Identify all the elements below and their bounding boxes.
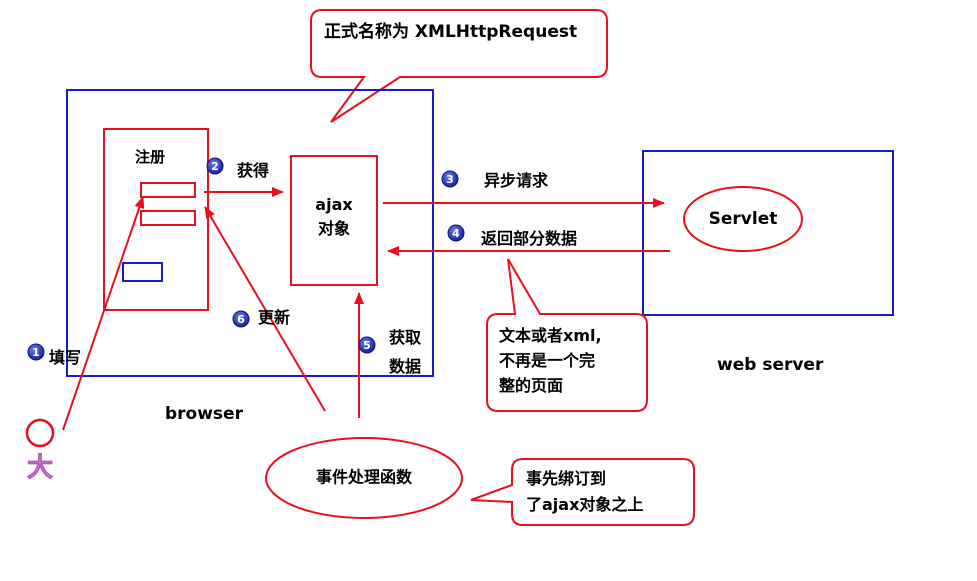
user-head bbox=[25, 418, 55, 448]
callout-data-line2: 不再是一个完 bbox=[499, 351, 595, 370]
step-2-label: 获得 bbox=[237, 161, 269, 180]
step-1-label: 填写 bbox=[49, 348, 81, 367]
step-6-label: 更新 bbox=[258, 308, 290, 327]
arrow-fill bbox=[62, 196, 145, 431]
register-label: 注册 bbox=[135, 148, 165, 166]
step-6-number: 6 bbox=[237, 313, 245, 326]
arrow-update bbox=[204, 206, 326, 412]
step-3: 3 异步请求 bbox=[441, 170, 549, 190]
callout-bind-line2: 了ajax对象之上 bbox=[526, 495, 643, 514]
callout-bound-to-ajax: 事先绑订到 了ajax对象之上 bbox=[470, 458, 695, 526]
callout-bind-line1: 事先绑订到 bbox=[526, 469, 606, 488]
step-1-badge bbox=[27, 343, 45, 361]
form-field-2 bbox=[140, 210, 196, 226]
ajax-object-box: ajax 对象 bbox=[290, 155, 378, 286]
servlet-ellipse bbox=[683, 186, 803, 252]
browser-box bbox=[66, 89, 434, 377]
user-figure: 大 bbox=[25, 418, 55, 483]
step-4-label: 返回部分数据 bbox=[481, 229, 577, 248]
step-6: 6 更新 bbox=[232, 308, 290, 328]
callout-data-line1: 文本或者xml, bbox=[499, 326, 602, 345]
step-4: 4 返回部分数据 bbox=[447, 224, 577, 248]
step-2: 2 获得 bbox=[206, 157, 269, 180]
step-2-badge bbox=[206, 157, 224, 175]
step-3-badge bbox=[441, 170, 459, 188]
callout-partial-data: 文本或者xml, 不再是一个完 整的页面 bbox=[486, 258, 648, 412]
event-handler-label: 事件处理函数 bbox=[316, 468, 413, 487]
callout-xmlhttprequest-text: 正式名称为 XMLHttpRequest bbox=[324, 21, 577, 42]
webserver-label: web server bbox=[717, 355, 824, 375]
form-field-1 bbox=[140, 182, 196, 198]
browser-label: browser bbox=[165, 404, 244, 424]
webserver-box bbox=[642, 150, 894, 316]
ajax-object-label: 对象 bbox=[318, 219, 350, 238]
step-2-number: 2 bbox=[211, 160, 219, 173]
servlet-label: Servlet bbox=[709, 209, 778, 229]
step-5-label-line2: 数据 bbox=[389, 357, 421, 376]
register-form: 注册 bbox=[103, 128, 209, 311]
ajax-label: ajax bbox=[315, 195, 353, 214]
step-5-badge bbox=[358, 336, 376, 354]
user-body-glyph: 大 bbox=[27, 453, 53, 483]
form-submit-button bbox=[122, 262, 163, 282]
step-5-label-line1: 获取 bbox=[389, 328, 421, 347]
step-1: 1 填写 bbox=[27, 343, 81, 367]
step-6-badge bbox=[232, 310, 250, 328]
step-5-number: 5 bbox=[363, 339, 371, 352]
step-4-number: 4 bbox=[452, 227, 460, 240]
step-1-number: 1 bbox=[32, 346, 40, 359]
step-3-label: 异步请求 bbox=[484, 171, 549, 190]
step-5: 5 获取 数据 bbox=[358, 328, 421, 376]
step-4-badge bbox=[447, 224, 465, 242]
step-3-number: 3 bbox=[446, 173, 454, 186]
callout-data-line3: 整的页面 bbox=[498, 376, 563, 395]
event-handler-ellipse bbox=[265, 437, 463, 519]
callout-xmlhttprequest: 正式名称为 XMLHttpRequest bbox=[310, 9, 608, 123]
